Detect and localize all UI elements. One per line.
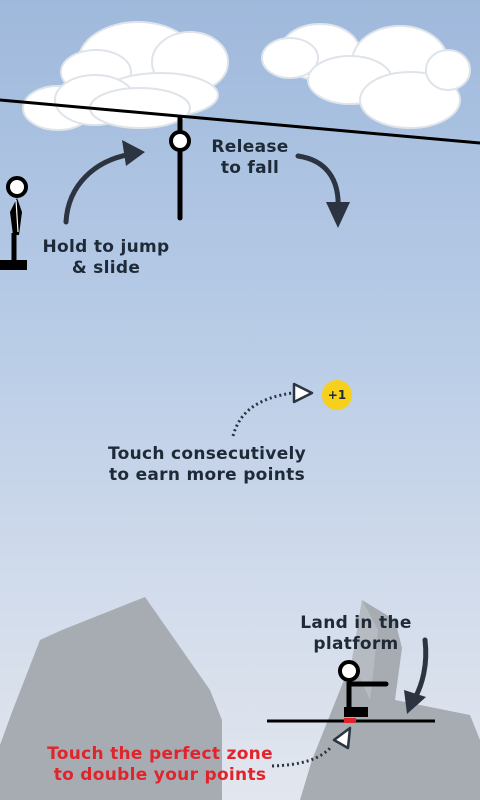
perfect-zone <box>344 718 356 723</box>
jump-arrow-icon <box>63 140 145 225</box>
release-line-2: to fall <box>220 158 280 178</box>
dotted-arrow-icon <box>231 382 314 437</box>
fall-arrow-icon <box>295 153 350 228</box>
perfect-line-1: Touch the perfect zone <box>47 744 273 764</box>
perfect-zone-arrow-icon <box>271 726 352 768</box>
cloud-right <box>261 23 471 129</box>
hold-line-1: Hold to jump <box>42 237 170 257</box>
standing-stickman-icon <box>0 176 28 270</box>
landing-stickman-icon <box>338 660 389 717</box>
mountain-left <box>0 597 222 800</box>
zipline <box>0 98 480 145</box>
release-label: Release to fall <box>200 137 300 179</box>
hold-line-2: & slide <box>71 258 141 278</box>
touch-line-1: Touch consecutively <box>107 444 307 464</box>
hanging-stickman-icon <box>169 115 191 221</box>
mountain-right <box>300 600 480 800</box>
bonus-coin-icon: +1 <box>322 380 352 410</box>
release-line-1: Release <box>211 137 289 157</box>
hold-to-jump-label: Hold to jump & slide <box>40 237 172 279</box>
land-line-1: Land in the platform <box>300 613 412 654</box>
perfect-zone-label: Touch the perfect zone to double your po… <box>44 744 276 786</box>
perfect-line-2: to double your points <box>53 765 267 785</box>
land-platform-label: Land in the platform <box>256 613 456 655</box>
landing-arrow-icon <box>404 637 429 714</box>
touch-line-2: to earn more points <box>108 465 306 485</box>
touch-consecutively-label: Touch consecutively to earn more points <box>100 444 314 486</box>
cloud-left <box>22 21 229 131</box>
